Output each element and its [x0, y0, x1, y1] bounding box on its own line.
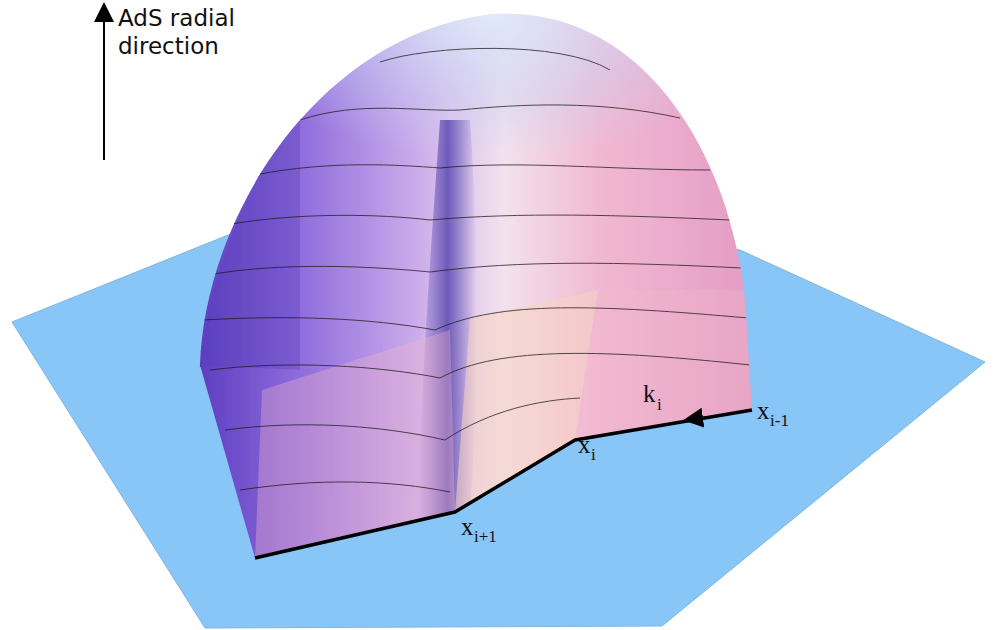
- axis-label: AdS radial direction: [118, 4, 278, 60]
- subscript: i: [657, 396, 662, 413]
- edge-momentum-label: k: [643, 381, 656, 406]
- subscript: i: [591, 446, 596, 463]
- subscript: i-1: [770, 412, 789, 429]
- vertex-label: x: [461, 514, 474, 539]
- vertex-label: x: [757, 398, 770, 423]
- vertex-label: x: [578, 432, 591, 457]
- subscript: i+1: [474, 528, 497, 545]
